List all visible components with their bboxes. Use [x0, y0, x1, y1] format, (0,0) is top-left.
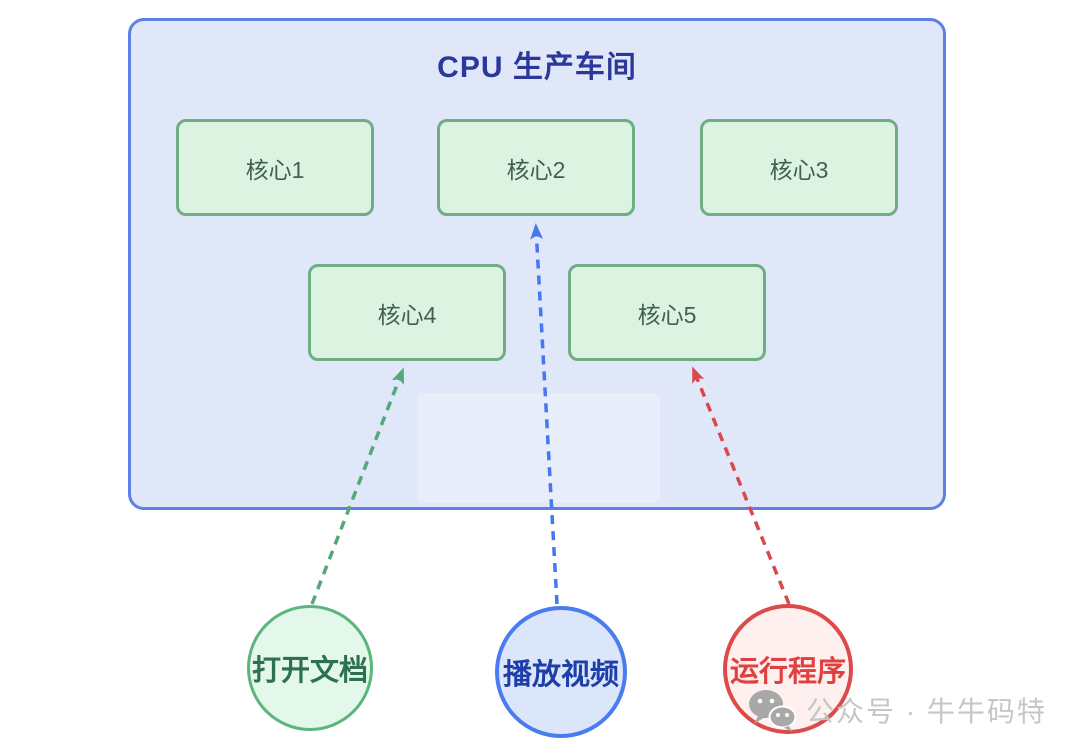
core-box-3: 核心3: [700, 119, 898, 216]
core-box-1: 核心1: [176, 119, 374, 216]
core-label-4: 核心4: [377, 301, 437, 328]
core-label-5: 核心5: [637, 301, 697, 328]
wechat-icon: [749, 690, 796, 732]
highlight-patch: [417, 393, 660, 503]
task-circle-open-document: 打开文档: [247, 605, 373, 731]
watermark: 公众号 · 牛牛码特: [748, 688, 1047, 732]
core-box-2: 核心2: [437, 119, 635, 216]
task-circle-play-video: 播放视频: [495, 606, 627, 738]
core-label-1: 核心1: [245, 156, 305, 183]
workshop-title: CPU 生产车间: [437, 51, 637, 84]
watermark-text: 公众号 · 牛牛码特: [806, 696, 1047, 727]
core-label-2: 核心2: [506, 156, 566, 183]
task-label-open-document: 打开文档: [251, 655, 368, 687]
core-label-3: 核心3: [769, 156, 829, 183]
core-box-5: 核心5: [568, 264, 766, 361]
task-label-play-video: 播放视频: [502, 659, 619, 691]
task-label-run-program: 运行程序: [729, 656, 846, 688]
core-box-4: 核心4: [308, 264, 506, 361]
